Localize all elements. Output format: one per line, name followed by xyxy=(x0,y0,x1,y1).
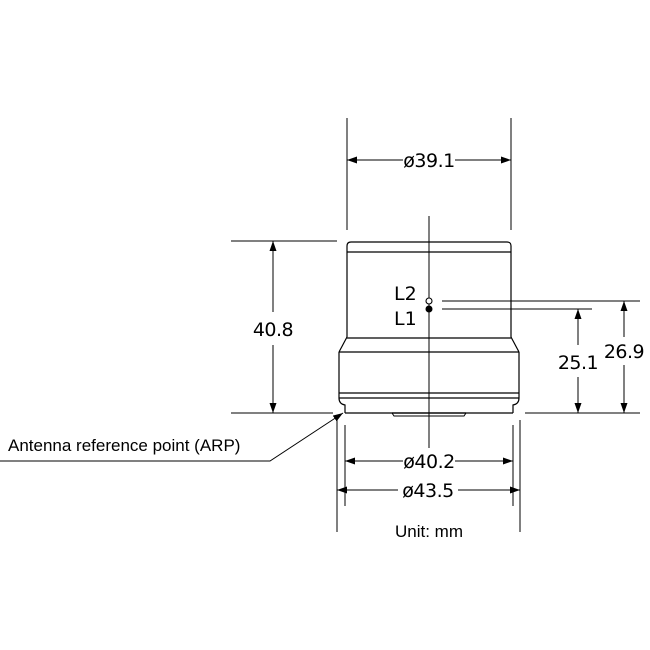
height-dimension: 40.8 xyxy=(231,240,337,414)
l2-phase-center-marker xyxy=(425,297,433,305)
shoulder-right xyxy=(510,336,520,353)
unit-note: Unit: mm xyxy=(395,522,463,541)
inner-base-diameter-value: ø40.2 xyxy=(403,451,454,473)
top-diameter-dimension: ø39.1 xyxy=(346,118,512,230)
l1-label: L1 xyxy=(394,308,417,330)
shoulder-left xyxy=(338,336,348,353)
bottom-diameter-dimensions: ø40.2 ø43.5 xyxy=(336,420,521,532)
top-diameter-value: ø39.1 xyxy=(403,150,454,172)
outer-base-diameter-value: ø43.5 xyxy=(402,480,453,502)
arp-leader-line xyxy=(0,412,344,462)
phase-center-height-dimensions: 25.1 26.9 xyxy=(525,301,645,414)
arp-label: Antenna reference point (ARP) xyxy=(8,436,240,455)
l1-height-value: 25.1 xyxy=(558,352,598,374)
l2-height-value: 26.9 xyxy=(604,341,644,363)
l1-phase-center-marker xyxy=(425,305,433,313)
base-chamfer-left xyxy=(338,397,346,413)
arp-annotation: Antenna reference point (ARP) xyxy=(0,412,344,462)
height-value: 40.8 xyxy=(253,319,293,341)
base-chamfer-right xyxy=(512,397,520,413)
l2-label: L2 xyxy=(394,283,417,305)
phase-centers: L2 L1 xyxy=(394,283,640,330)
